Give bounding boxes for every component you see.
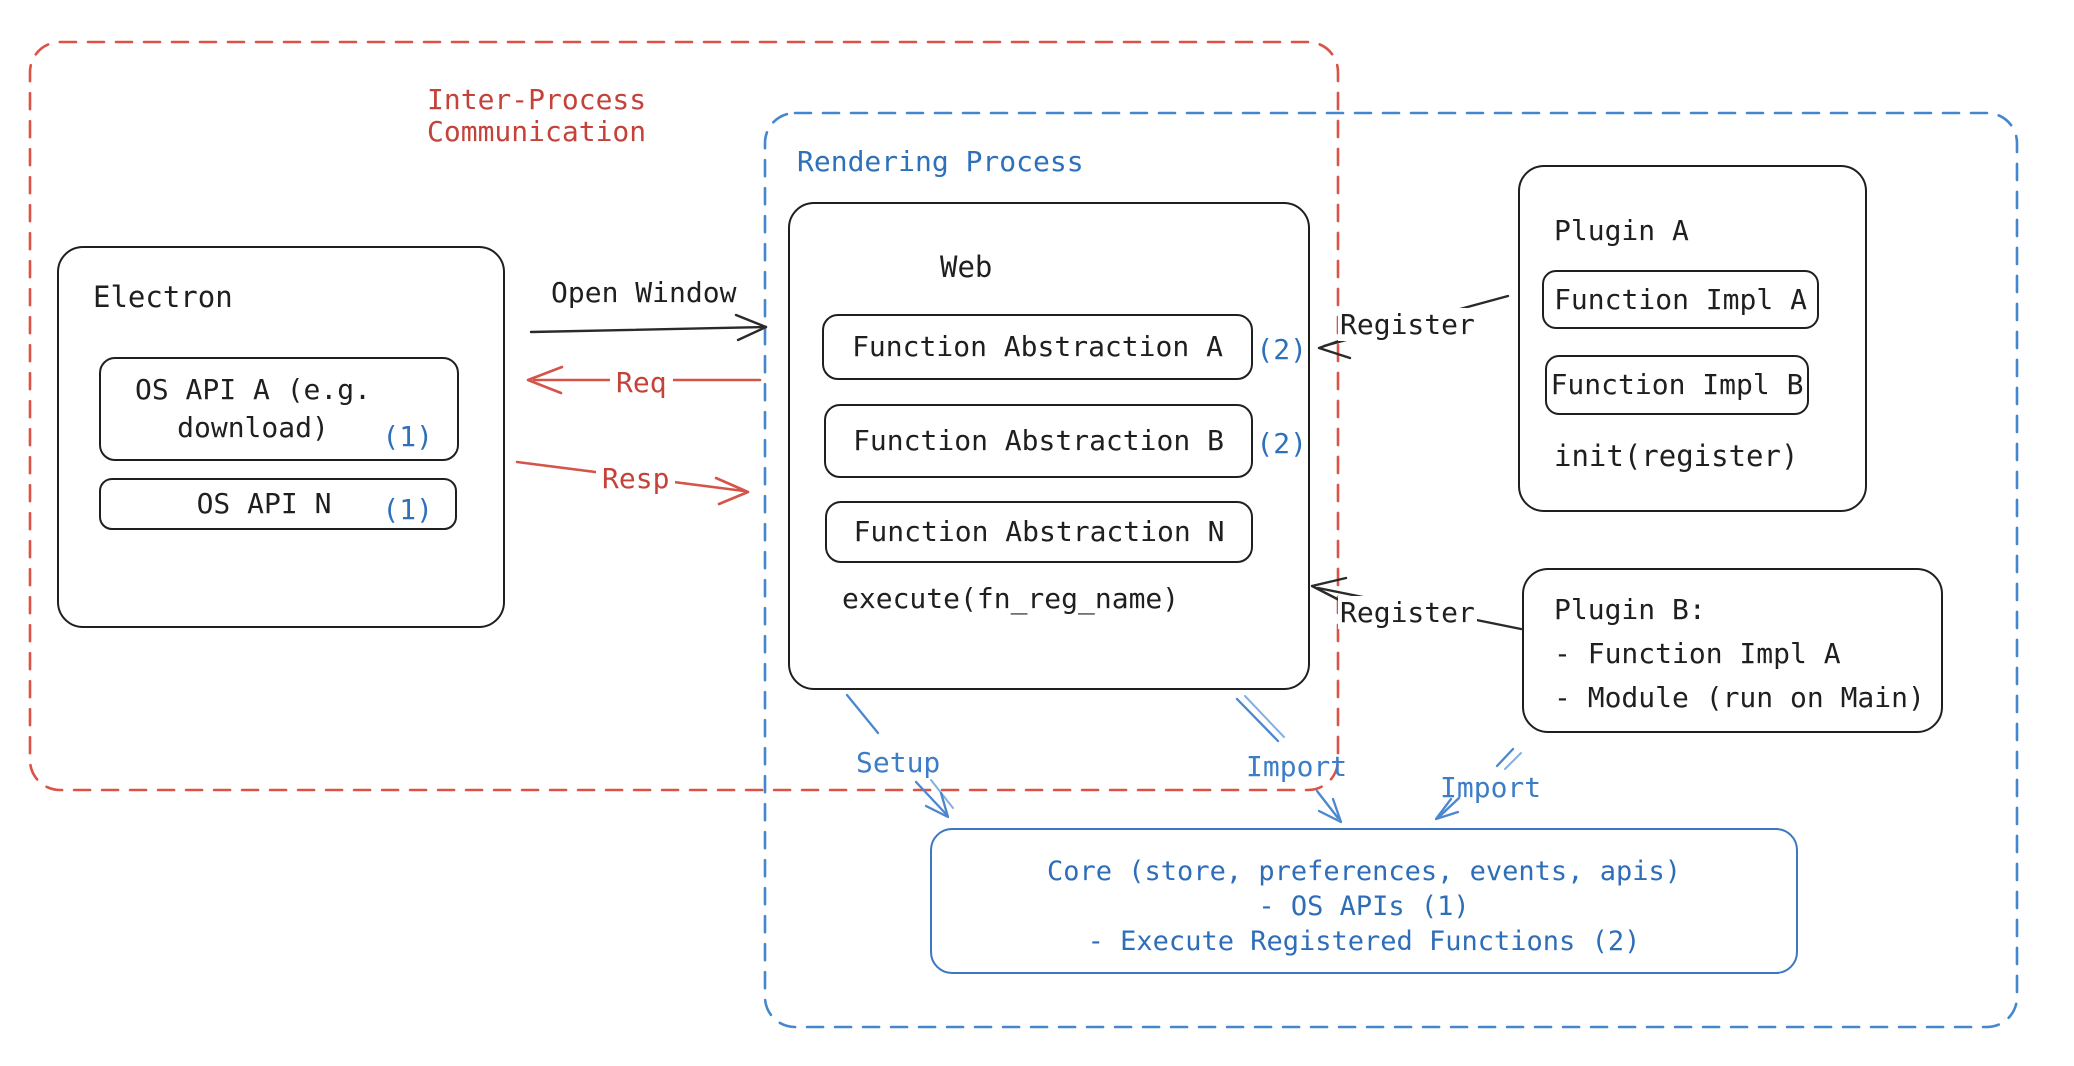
resp-label: Resp bbox=[596, 462, 676, 495]
register-b-label: Register bbox=[1338, 596, 1477, 629]
function-abstraction-a-label: Function Abstraction A bbox=[852, 330, 1223, 363]
import-web-arrow-tail bbox=[1235, 697, 1280, 743]
function-abstraction-b-badge: (2) bbox=[1256, 427, 1307, 460]
import-plugin-arrow-tail-sketch bbox=[1504, 752, 1522, 770]
web-box: Web Function Abstraction A (2) Function … bbox=[788, 202, 1310, 690]
plugin-b-line1: Plugin B: bbox=[1554, 593, 1706, 626]
register-a-label: Register bbox=[1338, 308, 1477, 341]
function-abstraction-b-box: Function Abstraction B (2) bbox=[824, 404, 1307, 478]
plugin-a-box: Plugin A Function Impl A Function Impl B… bbox=[1518, 165, 1867, 512]
setup-label: Setup bbox=[856, 746, 941, 779]
function-abstraction-a-badge: (2) bbox=[1256, 333, 1307, 366]
setup-arrow-tail bbox=[845, 693, 880, 735]
core-line1: Core (store, preferences, events, apis) bbox=[1047, 856, 1681, 887]
req-label: Req bbox=[610, 366, 673, 399]
os-api-a-label: OS API A (e.g. download) bbox=[134, 373, 371, 444]
plugin-b-line3: - Module (run on Main) bbox=[1554, 681, 1925, 714]
import-web-arrow-tail-sketch bbox=[1244, 695, 1285, 738]
import-web-label: Import bbox=[1246, 750, 1348, 783]
electron-title: Electron bbox=[93, 280, 233, 314]
import-web-arrow-shaft bbox=[1315, 789, 1340, 820]
setup-arrow-shaft bbox=[914, 780, 948, 816]
core-line3: - Execute Registered Functions (2) bbox=[1087, 926, 1641, 957]
function-impl-a-box: Function Impl A bbox=[1542, 270, 1819, 329]
plugin-b-text: Plugin B: - Function Impl A - Module (ru… bbox=[1554, 588, 1925, 720]
import-plugin-label: Import bbox=[1440, 771, 1542, 804]
ipc-label-line2: Communication bbox=[427, 114, 647, 148]
import-web-arrow-head bbox=[1317, 797, 1343, 824]
rendering-boundary-label: Rendering Process bbox=[797, 145, 1084, 178]
import-plugin-arrow-tail bbox=[1495, 747, 1515, 768]
function-impl-b-box: Function Impl B bbox=[1545, 355, 1809, 415]
web-footer-execute: execute(fn_reg_name) bbox=[842, 582, 1180, 615]
web-title: Web bbox=[940, 250, 993, 284]
plugin-a-title: Plugin A bbox=[1554, 214, 1689, 247]
os-api-n-badge: (1) bbox=[382, 493, 433, 526]
plugin-a-footer-init: init(register) bbox=[1554, 439, 1799, 473]
req-arrow-head bbox=[526, 365, 564, 395]
function-abstraction-b-label: Function Abstraction B bbox=[853, 424, 1224, 457]
os-api-n-label: OS API N bbox=[196, 487, 332, 520]
function-abstraction-a-box: Function Abstraction A (2) bbox=[822, 314, 1307, 380]
open-window-arrow-head bbox=[734, 313, 768, 342]
open-window-label: Open Window bbox=[551, 276, 737, 309]
setup-arrow-shaft-sketch bbox=[930, 779, 954, 809]
os-api-a-box: OS API A (e.g. download) (1) bbox=[99, 357, 459, 461]
function-impl-b-label: Function Impl B bbox=[1550, 368, 1804, 401]
core-box: Core (store, preferences, events, apis) … bbox=[930, 828, 1798, 974]
function-impl-a-label: Function Impl A bbox=[1554, 282, 1807, 316]
os-api-a-badge: (1) bbox=[382, 420, 433, 453]
ipc-boundary-label: Inter-Process Communication bbox=[427, 84, 646, 147]
os-api-n-box: OS API N (1) bbox=[99, 478, 457, 530]
function-abstraction-n-label: Function Abstraction N bbox=[853, 515, 1225, 548]
function-abstraction-n-box: Function Abstraction N bbox=[825, 501, 1253, 563]
ipc-label-line1: Inter-Process bbox=[427, 83, 647, 116]
plugin-b-box: Plugin B: - Function Impl A - Module (ru… bbox=[1522, 568, 1943, 733]
open-window-arrow-shaft bbox=[529, 325, 768, 334]
setup-arrow-head bbox=[924, 791, 950, 819]
core-line2: - OS APIs (1) bbox=[1258, 891, 1470, 922]
resp-arrow-head bbox=[714, 476, 750, 506]
plugin-b-line2: - Function Impl A bbox=[1554, 637, 1841, 670]
electron-box: Electron OS API A (e.g. download) (1) OS… bbox=[57, 246, 505, 628]
